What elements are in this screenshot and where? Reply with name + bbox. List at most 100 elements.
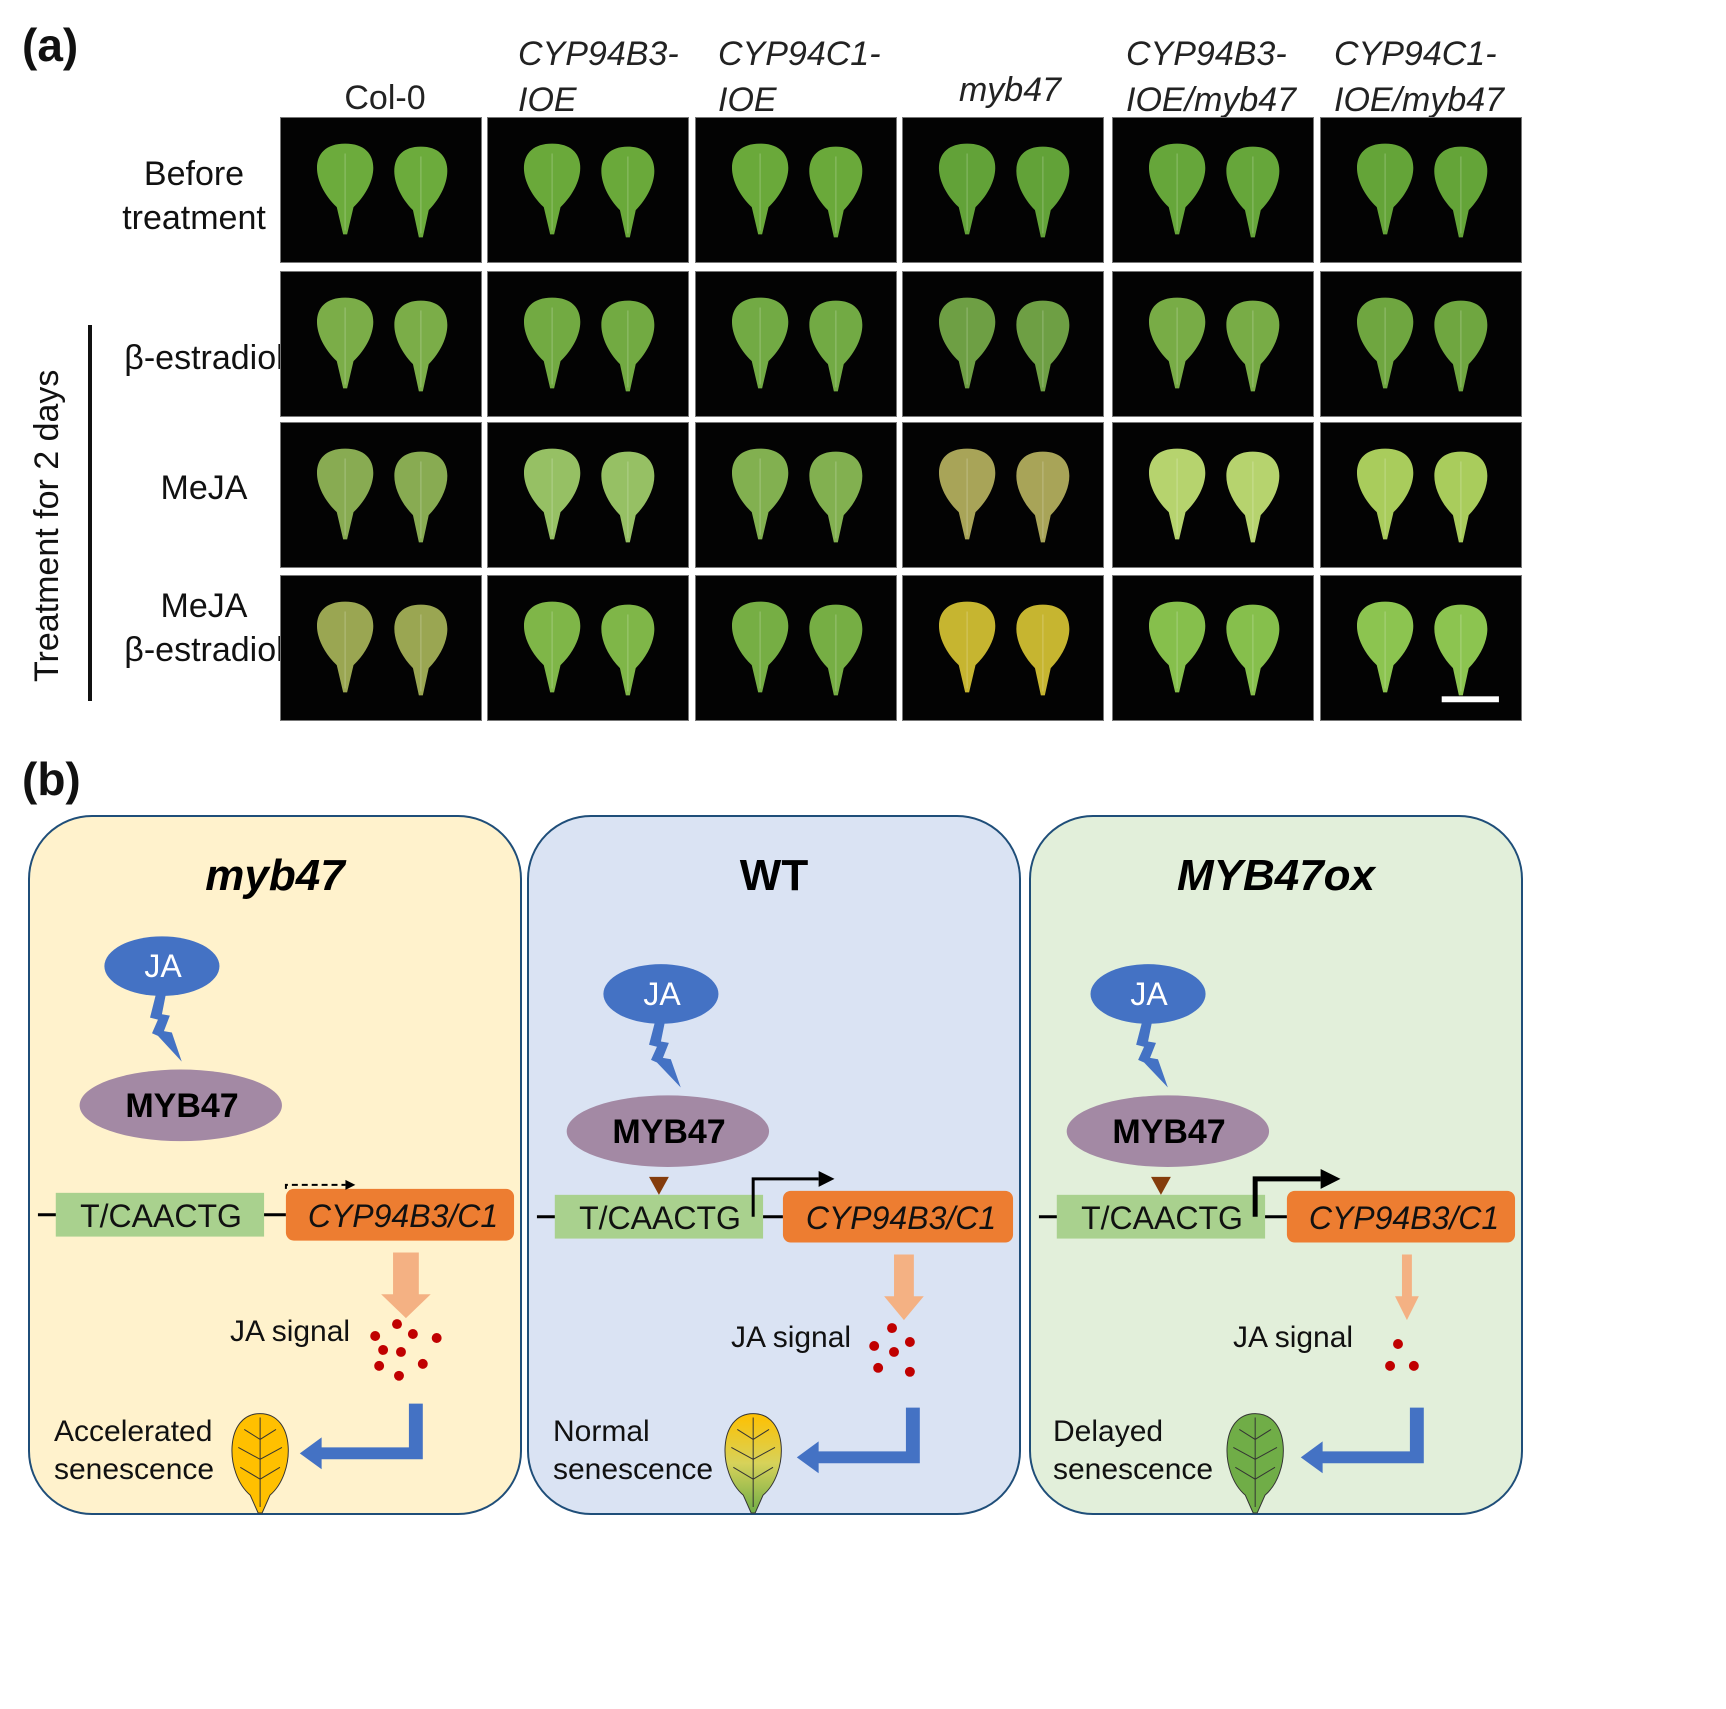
- leaf: [394, 300, 448, 392]
- myb47-ellipse: [79, 1069, 282, 1142]
- leaf: [316, 601, 374, 693]
- leaf: [523, 448, 581, 540]
- leaf: [1434, 604, 1488, 696]
- leaf-veins: [1233, 1417, 1278, 1508]
- leaf-photo: [902, 422, 1104, 568]
- ja-signal-dot: [370, 1331, 381, 1341]
- row-label-line2: β-estradiol: [124, 631, 284, 669]
- column-header-line2: IOE/myb47: [1126, 81, 1297, 119]
- leaf: [394, 146, 448, 238]
- down-arrow-icon: [381, 1252, 431, 1319]
- scale-bar: [1441, 696, 1499, 703]
- row-label-line1: MeJA: [160, 587, 248, 625]
- outcome-line2: senescence: [54, 1453, 215, 1486]
- down-arrow-icon: [1395, 1254, 1419, 1321]
- myb47-label: MYB47: [612, 1113, 726, 1151]
- leaf: [1148, 601, 1206, 693]
- myb47-label: MYB47: [125, 1087, 239, 1125]
- ja-signal-dot: [394, 1370, 404, 1381]
- ja-signal-dot: [374, 1360, 385, 1371]
- motif-label: T/CAACTG: [80, 1198, 242, 1234]
- lightning-bolt-icon: [649, 1021, 681, 1088]
- leaf-photo: [695, 575, 897, 721]
- model-box-wt: WT JA MYB47 T/CAACTG CYP94B3/C1 JA signa…: [527, 815, 1021, 1515]
- lightning-bolt-icon: [1136, 1021, 1168, 1088]
- leaf-photo: [1112, 117, 1314, 263]
- gene-box: [1286, 1190, 1516, 1243]
- leaf-photo: [280, 422, 482, 568]
- diagram-graphics: [37, 936, 515, 1514]
- leaf: [809, 146, 863, 238]
- model-box-myb47: myb47 JA MYB47 T/CAACTG CYP94B3/C1 JA si…: [28, 815, 522, 1515]
- ja-signal-dot: [1393, 1339, 1403, 1349]
- leaf: [731, 448, 789, 540]
- ja-signal-dot: [392, 1319, 402, 1330]
- leaf: [1148, 143, 1206, 235]
- row-label-line2: β-estradiol: [124, 339, 284, 377]
- row-label-estradiol: β-estradiol: [74, 336, 334, 380]
- leaf: [731, 601, 789, 693]
- leaf: [809, 604, 863, 696]
- leaf: [1434, 451, 1488, 543]
- motif-box: [1056, 1194, 1266, 1239]
- leaf-veins: [238, 1417, 283, 1508]
- ja-label: JA: [643, 976, 681, 1012]
- leaf: [394, 451, 448, 543]
- leaf-photo: [1112, 575, 1314, 721]
- leaf: [1016, 300, 1070, 392]
- leaf-photo: [280, 271, 482, 417]
- leaf: [316, 448, 374, 540]
- row-label-line1: Before: [143, 155, 245, 193]
- leaf-photo: [487, 271, 689, 417]
- leaf: [1016, 146, 1070, 238]
- column-header-line2: Col-0: [344, 79, 426, 117]
- outcome-line1: Delayed: [1053, 1415, 1164, 1448]
- ja-ellipse: [603, 964, 719, 1024]
- column-header-line1: CYP94C1-: [1334, 35, 1497, 73]
- myb47-ellipse: [566, 1095, 770, 1167]
- column-header-line2: IOE/myb47: [1334, 81, 1505, 119]
- weak-transcription-arrow: [284, 1183, 346, 1189]
- ja-signal-dot: [378, 1344, 389, 1355]
- leaf-photo: [1320, 117, 1522, 263]
- leaf: [1434, 146, 1488, 238]
- leaf: [731, 297, 789, 389]
- leaf-photo: [487, 422, 689, 568]
- row-label-meja-estradiol: MeJA β-estradiol: [74, 584, 334, 672]
- senescence-outcome-label: Delayed senescence: [1053, 1413, 1213, 1489]
- leaf: [601, 146, 655, 238]
- leaf: [1356, 601, 1414, 693]
- leaf: [394, 604, 448, 696]
- leaf: [1148, 297, 1206, 389]
- leaf-photo: [1112, 271, 1314, 417]
- box-title: WT: [739, 851, 809, 900]
- leaf: [809, 451, 863, 543]
- senescence-outcome-label: Accelerated senescence: [54, 1413, 214, 1489]
- ja-signal-dot: [407, 1329, 418, 1339]
- myb47-ellipse: [1066, 1095, 1270, 1167]
- ja-signal-dot: [1385, 1360, 1396, 1371]
- ja-ellipse: [1090, 964, 1206, 1024]
- motif-box: [55, 1192, 265, 1237]
- leaf-photo: [902, 575, 1104, 721]
- leaf-photo: [487, 575, 689, 721]
- box-title: myb47: [205, 851, 345, 900]
- gene-label: CYP94B3/C1: [307, 1198, 499, 1234]
- column-header-line1: CYP94B3-: [1126, 35, 1287, 73]
- transcription-arrow: [1252, 1176, 1321, 1217]
- motif-box: [554, 1194, 764, 1239]
- leaf: [601, 451, 655, 543]
- column-header-cyp94c1-ioe: CYP94C1- IOE: [718, 34, 881, 120]
- leaf: [938, 297, 996, 389]
- leaf: [1434, 300, 1488, 392]
- ja-signal-dot: [904, 1366, 915, 1377]
- panel-b-label: (b): [22, 753, 81, 805]
- gene-label: CYP94B3/C1: [805, 1200, 997, 1236]
- leaf: [601, 300, 655, 392]
- row-label-before-treatment: Before treatment: [64, 152, 324, 240]
- ja-signal-dot: [869, 1340, 880, 1351]
- leaf-photo: [902, 117, 1104, 263]
- leaf: [938, 601, 996, 693]
- senescence-outcome-label: Normal senescence: [553, 1413, 713, 1489]
- leaf-photo: [1320, 271, 1522, 417]
